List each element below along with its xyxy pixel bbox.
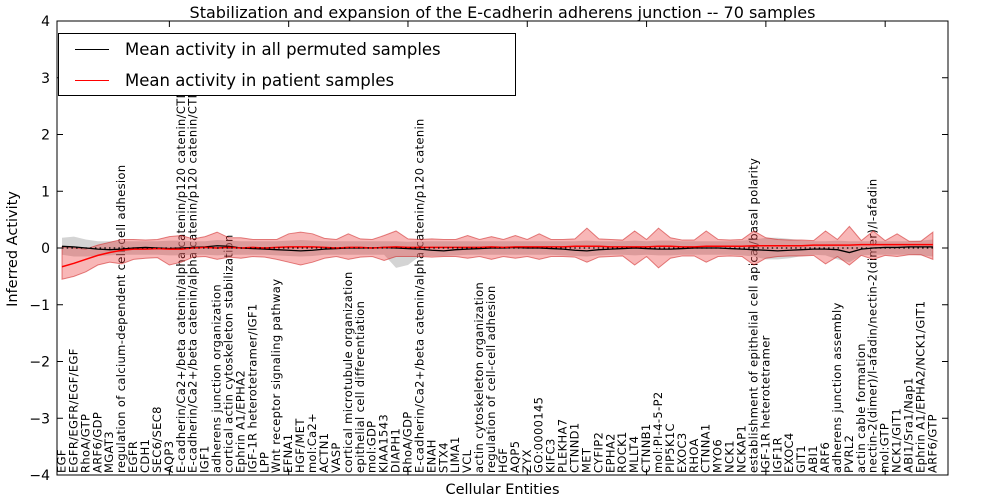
legend-label-permuted: Mean activity in all permuted samples — [125, 40, 441, 59]
y-axis-label: Inferred Activity — [5, 191, 21, 307]
x-tick-label: EXOC3 — [675, 432, 689, 473]
x-tick-label: EGFR — [126, 441, 140, 473]
x-tick-label: establishment of epithelial cell apical/… — [746, 158, 760, 473]
x-tick-label: CDH1 — [138, 439, 152, 473]
x-tick-label: ARF6/GDP — [90, 412, 104, 473]
x-tick-label: AQP3 — [162, 441, 176, 473]
x-tick-label: actin cytoskeleton organization — [472, 282, 486, 473]
x-tick-label: PIP5K1C — [663, 423, 677, 473]
y-tick-label: 4 — [41, 14, 50, 30]
x-tick-label: MLLT4 — [627, 436, 641, 473]
x-tick-label: VCL — [460, 449, 474, 473]
x-tick-label: LPP — [257, 452, 271, 473]
x-tick-label: Ephrin A1/EPHA2/NCK1/GIT1 — [913, 301, 927, 473]
x-tick-label: GIT1 — [794, 445, 808, 473]
x-tick-label: GO:0000145 — [532, 397, 546, 473]
patient-mean-line — [61, 243, 933, 268]
x-tick-label: actin cable formation — [854, 343, 868, 473]
x-tick-label: ARF6/GTP — [925, 414, 939, 473]
x-axis-label: Cellular Entities — [445, 482, 560, 498]
x-tick-label: ACTN1 — [317, 433, 331, 473]
y-tick-label: −2 — [29, 355, 50, 371]
x-tick-label: Ephrin A1/EPHA2 — [233, 370, 247, 473]
y-tick-label: −1 — [29, 298, 50, 314]
x-tick-label: ABI1/Sra1/Nap1 — [902, 377, 916, 473]
x-tick-label: RhoA/GTP — [78, 414, 92, 473]
x-tick-label: KIAA1543 — [377, 414, 391, 473]
x-tick-label: ENAH — [424, 439, 438, 473]
x-tick-label: NCKAP1 — [735, 425, 749, 473]
x-tick-label: NCK1/GIT1 — [890, 408, 904, 473]
x-tick-label: mol:Ca2+ — [305, 413, 319, 473]
y-tick-label: 3 — [41, 71, 50, 87]
y-tick-label: 2 — [41, 128, 50, 144]
x-tick-label: AQP5 — [508, 441, 522, 473]
x-tick-label: LIMA1 — [448, 436, 462, 473]
band — [62, 236, 933, 268]
x-tick-label: EPHA2 — [603, 433, 617, 473]
x-tick-label: KIFC3 — [544, 438, 558, 473]
x-tick-label: cortical actin cytoskeleton stabilizatio… — [222, 234, 236, 473]
x-tick-label: CTNNA1 — [699, 423, 713, 473]
band — [61, 225, 934, 280]
x-tick-label: EGFR/EGFR/EGF/EGF — [66, 348, 80, 473]
x-tick-label: cortical microtubule organization — [341, 271, 355, 473]
x-tick-label: RHOA — [687, 438, 701, 473]
x-tick-label: EGF — [55, 449, 69, 473]
x-tick-label: regulation of calcium-dependent cell-cel… — [114, 165, 128, 474]
x-tick-label: MYO6 — [711, 439, 725, 473]
y-tick-label: 1 — [41, 184, 50, 200]
x-tick-label: E-cadherin/Ca2+/beta catenin/alpha caten… — [186, 64, 200, 473]
x-tick-label: IGF-1R heterotetramer — [758, 335, 772, 473]
x-tick-label: Wnt receptor signaling pathway — [269, 279, 283, 473]
x-tick-label: STX4 — [436, 442, 450, 473]
chart-title: Stabilization and expansion of the E-cad… — [189, 3, 816, 22]
patient-line-swatch — [75, 80, 109, 81]
x-tick-label: VASP — [329, 442, 343, 473]
x-tick-label: epithelial cell differentiation — [353, 301, 367, 473]
permuted-line-swatch — [75, 49, 109, 50]
x-tick-label: mol:GDP — [365, 421, 379, 473]
x-tick-label: MGAT3 — [102, 431, 116, 473]
x-tick-label: HGF — [496, 448, 510, 473]
x-tick-label: CTNNB1 — [639, 423, 653, 473]
x-tick-label: regulation of cell-cell adhesion — [484, 285, 498, 473]
legend-row-patient: Mean activity in patient samples — [59, 65, 515, 96]
x-tick-label: EFNA1 — [281, 434, 295, 473]
x-tick-label: PLEKHA7 — [556, 419, 570, 473]
x-tick-label: nectin-2(dimer)/l-afadin/nectin-2(dimer)… — [866, 178, 880, 473]
x-tick-label: E-cadherin/Ca2+/beta catenin/alpha caten… — [412, 118, 426, 473]
legend: Mean activity in all permuted samples Me… — [58, 33, 516, 96]
x-tick-label: SEC6/SEC8 — [150, 406, 164, 473]
x-tick-label: HGF/MET — [293, 418, 307, 473]
x-tick-label: IGF-1R heterotetramer/IGF1 — [245, 303, 259, 473]
x-tick-label: RhoA/GDP — [400, 411, 414, 473]
y-tick-label: 0 — [41, 241, 50, 257]
x-tick-label: adherens junction organization — [210, 284, 224, 473]
x-tick-label: ABI1 — [806, 445, 820, 473]
x-tick-label: IGF1 — [198, 445, 212, 473]
y-tick-label: −3 — [29, 411, 50, 427]
x-tick-label: CYFIP2 — [591, 432, 605, 473]
x-tick-label: ROCK1 — [615, 431, 629, 473]
x-tick-label: IGF1R — [770, 437, 784, 473]
x-tick-label: E-cadherin/Ca2+/beta catenin/alpha caten… — [174, 64, 188, 473]
x-tick-label: CTNND1 — [567, 422, 581, 473]
x-tick-label: mol:GTP — [878, 423, 892, 473]
x-tick-label: adherens junction assembly — [830, 302, 844, 473]
permuted-mean-line — [61, 245, 933, 254]
x-tick-label: EXOC4 — [782, 432, 796, 473]
x-tick-label: NCK1 — [723, 440, 737, 473]
x-tick-label: DIAPH1 — [389, 428, 403, 473]
x-tick-label: ZYX — [520, 449, 534, 473]
x-tick-label: MET — [579, 447, 593, 473]
legend-row-permuted: Mean activity in all permuted samples — [59, 34, 515, 65]
y-tick-label: −4 — [29, 468, 50, 484]
x-tick-label: mol:PI-4-5-P2 — [651, 391, 665, 473]
x-tick-label: PVRL2 — [842, 435, 856, 473]
legend-label-patient: Mean activity in patient samples — [125, 71, 395, 90]
x-tick-label: ARF6 — [818, 442, 832, 473]
